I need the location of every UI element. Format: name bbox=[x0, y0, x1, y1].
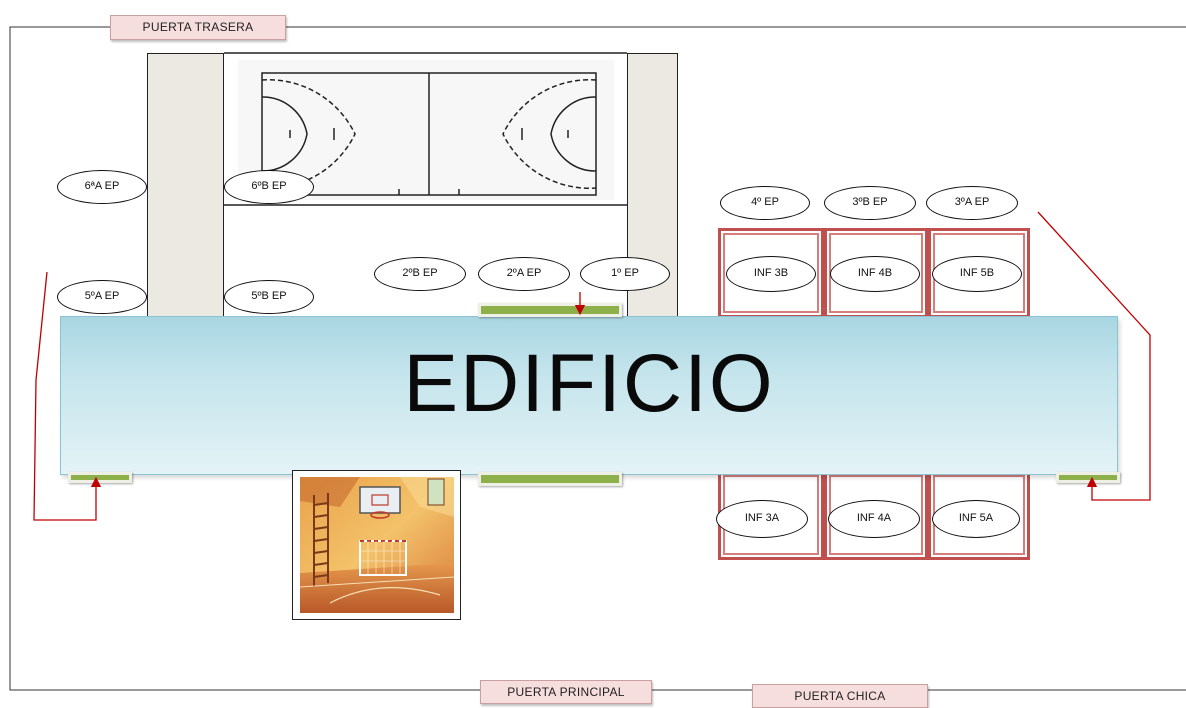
inf-4b-oval: INF 4B bbox=[830, 256, 920, 292]
inf-4a-oval: INF 4A bbox=[828, 500, 920, 538]
right-route-line bbox=[1037, 211, 1151, 501]
class-1-oval: 1º EP bbox=[580, 257, 670, 291]
gym-illustration-icon bbox=[300, 477, 454, 613]
main-building: EDIFICIO bbox=[60, 316, 1118, 475]
inf-3a-label: INF 3A bbox=[744, 512, 780, 524]
class-3b-label: 3ºB EP bbox=[852, 196, 888, 208]
inf-4a-label: INF 4A bbox=[856, 512, 892, 524]
entrance-bar-bottom-center bbox=[478, 472, 622, 486]
left-route-line bbox=[33, 271, 102, 521]
class-5a-oval: 5ºA EP bbox=[57, 280, 147, 314]
class-6b-label: 6ºB EP bbox=[251, 180, 287, 192]
class-6b-oval: 6ºB EP bbox=[224, 170, 314, 204]
gym-illustration-frame bbox=[292, 470, 461, 620]
class-2b-label: 2ºB EP bbox=[402, 267, 438, 279]
class-5b-label: 5ºB EP bbox=[251, 290, 287, 302]
inf-4b-label: INF 4B bbox=[857, 267, 893, 279]
class-4-oval: 4º EP bbox=[720, 186, 810, 220]
class-6a-oval: 6ªA EP bbox=[57, 170, 147, 204]
class-6a-label: 6ªA EP bbox=[84, 180, 120, 192]
inf-3b-label: INF 3B bbox=[753, 267, 789, 279]
class-3b-oval: 3ºB EP bbox=[824, 186, 916, 220]
class-2a-label: 2ºA EP bbox=[506, 267, 542, 279]
class-2a-oval: 2ºA EP bbox=[478, 257, 570, 291]
building-label: EDIFICIO bbox=[403, 337, 775, 429]
class-3a-oval: 3ºA EP bbox=[926, 186, 1018, 220]
inf-5a-label: INF 5A bbox=[958, 512, 994, 524]
class-2b-oval: 2ºB EP bbox=[374, 257, 466, 291]
inf-5a-oval: INF 5A bbox=[932, 500, 1020, 538]
class-4-label: 4º EP bbox=[751, 196, 779, 208]
class-5a-label: 5ºA EP bbox=[84, 290, 120, 302]
class-5b-oval: 5ºB EP bbox=[224, 280, 314, 314]
class-1-label: 1º EP bbox=[611, 267, 639, 279]
inf-5b-label: INF 5B bbox=[959, 267, 995, 279]
back-door-label: PUERTA TRASERA bbox=[110, 15, 286, 40]
court-left-pillar bbox=[147, 53, 224, 318]
inf-3a-oval: INF 3A bbox=[716, 500, 808, 538]
inf-3b-oval: INF 3B bbox=[726, 256, 816, 292]
inf-5b-oval: INF 5B bbox=[932, 256, 1022, 292]
class-3a-label: 3ºA EP bbox=[954, 196, 990, 208]
entrance-bar-top-center bbox=[478, 303, 622, 317]
